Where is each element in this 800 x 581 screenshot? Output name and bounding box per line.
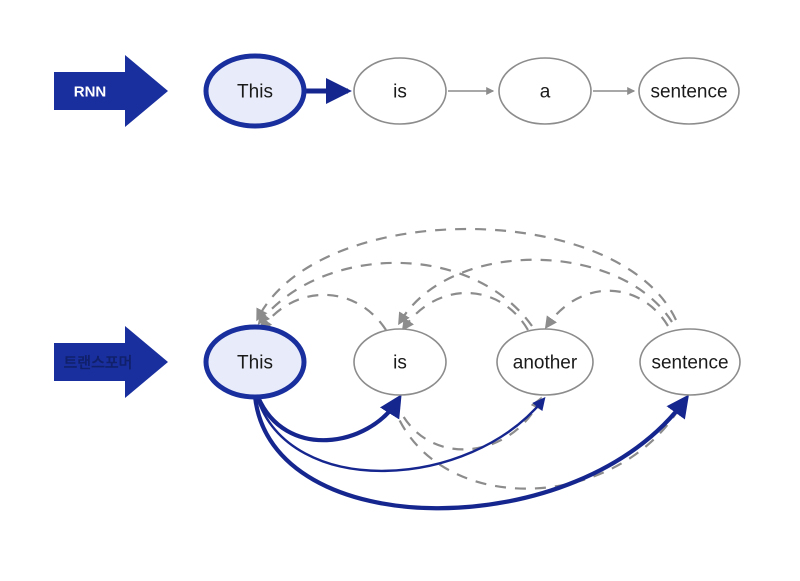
node-ellipse <box>353 328 447 396</box>
node-label: another <box>513 353 578 374</box>
attention-arc-is-to-another-bottom <box>393 396 542 451</box>
rnn-node-sentence[interactable]: sentence <box>638 57 740 125</box>
rnn-banner-arrow-shape <box>54 55 168 127</box>
node-ellipse <box>639 328 741 396</box>
node-label: is <box>393 353 407 374</box>
node-label: sentence <box>650 82 727 103</box>
node-ellipse <box>498 57 592 125</box>
transformer-row: 트랜스포머 This is another sentence <box>54 227 741 511</box>
attention-arc-another-to-this <box>257 261 533 327</box>
attention-arc-this-to-another <box>255 396 546 473</box>
rnn-banner: RNN <box>54 55 168 127</box>
transformer-banner: 트랜스포머 <box>54 326 168 398</box>
transformer-banner-label: 트랜스포머 <box>63 355 132 372</box>
node-ellipse <box>638 57 740 125</box>
attention-arcs-top <box>256 227 677 332</box>
transformer-node-sentence[interactable]: sentence <box>639 328 741 396</box>
rnn-row: RNN This is a sentence <box>54 53 740 129</box>
attention-arc-sentence-to-another <box>544 289 669 330</box>
transformer-node-this[interactable]: This <box>203 324 307 400</box>
rnn-banner-label: RNN <box>74 84 107 101</box>
node-ellipse <box>353 57 447 125</box>
attention-arc-another-to-is <box>401 291 529 332</box>
node-label: This <box>237 82 273 103</box>
node-ellipse <box>203 53 307 129</box>
attention-arc-sentence-to-this <box>256 227 677 322</box>
transformer-banner-arrow-shape <box>54 326 168 398</box>
node-ellipse <box>203 324 307 400</box>
node-label: is <box>393 82 407 103</box>
node-label: This <box>237 353 273 374</box>
rnn-node-is[interactable]: is <box>353 57 447 125</box>
transformer-node-is[interactable]: is <box>353 328 447 396</box>
attention-arcs-bottom-navy <box>252 394 689 511</box>
node-ellipse <box>496 328 594 396</box>
attention-arc-is-to-this <box>259 293 387 331</box>
attention-arc-this-to-sentence <box>252 394 689 511</box>
rnn-node-a[interactable]: a <box>498 57 592 125</box>
rnn-node-this[interactable]: This <box>203 53 307 129</box>
node-label: a <box>540 82 551 103</box>
node-label: sentence <box>651 353 728 374</box>
transformer-node-another[interactable]: another <box>496 328 594 396</box>
attention-arc-this-to-is <box>256 394 402 443</box>
attention-arcs-bottom-dashed <box>390 396 685 490</box>
attention-arc-is-to-sentence-bottom <box>390 398 685 490</box>
